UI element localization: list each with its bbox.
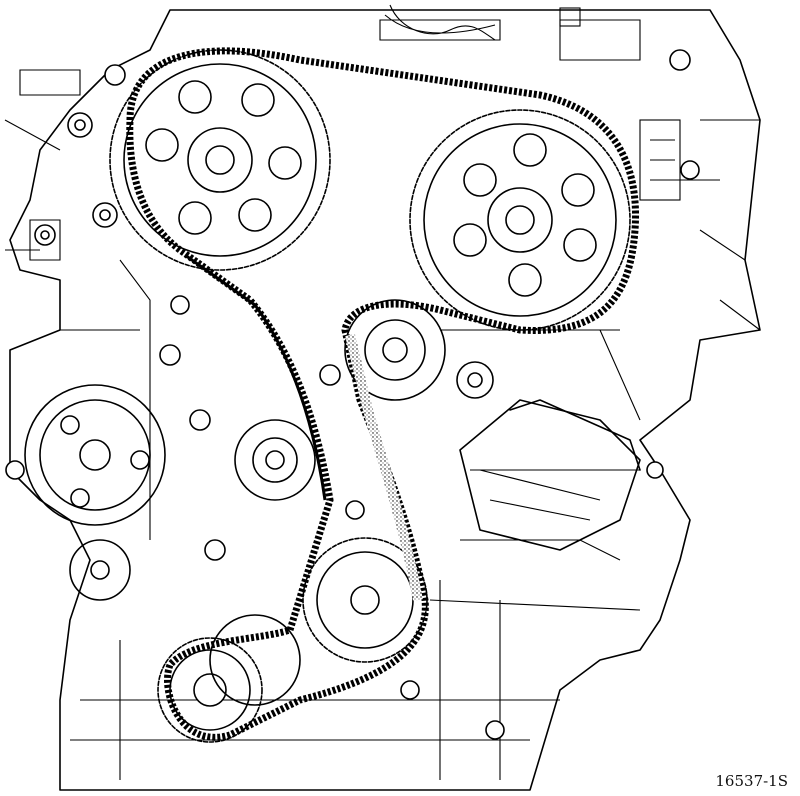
pump-housing [456,361,664,551]
bolts [5,49,700,740]
timing-belt [126,47,640,741]
pump-sprocket [302,537,428,663]
water-pump [24,384,166,601]
figure-reference-code: 16537-1S [715,772,788,790]
engine-block-outline [4,9,761,791]
top-hardware [384,4,681,201]
camshaft-sprocket-left [109,49,331,271]
idler-roller-lower [234,419,316,501]
tensioner-roller [344,299,446,401]
camshaft-sprocket-right [409,109,631,331]
